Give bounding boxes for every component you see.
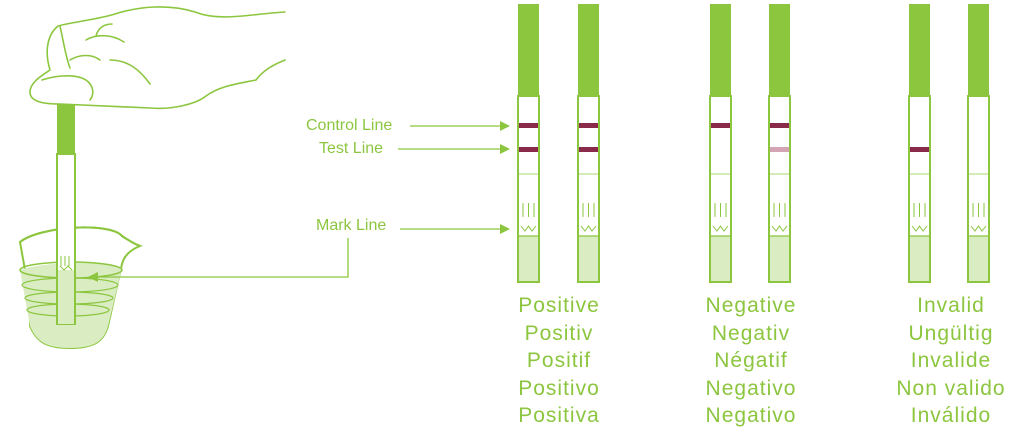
strip-5-handle	[909, 4, 930, 96]
result-negative-it: Negativo	[705, 376, 797, 400]
strip-4-arrows	[771, 203, 788, 232]
result-negative-de: Negativ	[711, 321, 791, 345]
test-line-arrow	[398, 144, 510, 154]
strip-3-arrows	[712, 203, 729, 232]
result-invalid-fr: Invalide	[910, 349, 992, 372]
result-negative-es: Negativo	[705, 404, 797, 427]
strip-5-sample-pad	[910, 236, 929, 281]
strip-2-control-line	[579, 123, 598, 128]
dipped-test-strip	[56, 104, 76, 325]
result-positive-es: Positiva	[518, 404, 600, 427]
strip-1-handle	[518, 4, 539, 96]
strip-2-arrows	[580, 203, 597, 232]
beaker-cup	[18, 226, 143, 350]
strip-2-sample-pad	[579, 236, 598, 281]
strip-1-arrows	[520, 203, 537, 232]
strip-3-sample-pad	[711, 236, 730, 281]
mark-line-label: Mark Line	[316, 217, 387, 234]
result-invalid-it: Non valido	[896, 376, 1006, 400]
strip-3-handle	[710, 4, 731, 96]
strip-2-test-line	[579, 147, 598, 152]
result-invalid-es: Inválido	[910, 404, 992, 427]
strip-5-test-line	[910, 147, 929, 152]
strip-6-arrows	[970, 203, 987, 232]
result-invalid-en: Invalid	[917, 294, 985, 317]
hand-illustration	[29, 6, 286, 110]
result-invalid-column: Invalid Ungültig Invalide Non valido Inv…	[871, 292, 1025, 430]
result-positive-de: Positiv	[524, 321, 594, 345]
mark-line-pointer	[88, 238, 349, 282]
result-positive-fr: Positif	[526, 349, 592, 372]
strip-5-arrows	[911, 203, 928, 232]
result-positive-it: Positivo	[518, 376, 600, 400]
strip-2-handle	[578, 4, 599, 96]
strip-1-sample-pad	[519, 236, 538, 281]
result-negative-en: Negative	[705, 294, 797, 317]
strip-1-control-line	[519, 123, 538, 128]
test-line-label: Test Line	[319, 140, 384, 157]
strip-6-handle	[968, 4, 989, 96]
strip-4-handle	[769, 4, 790, 96]
control-line-label: Control Line	[306, 117, 393, 134]
strip-3-control-line	[711, 123, 730, 128]
result-negative-fr: Négatif	[714, 349, 788, 372]
strip-6-sample-pad	[969, 236, 988, 281]
strip-1-test-line	[519, 147, 538, 152]
control-line-arrow	[410, 121, 510, 131]
strip-4-sample-pad	[770, 236, 789, 281]
result-strips	[517, 4, 990, 283]
strip-4-test-line	[770, 147, 789, 152]
result-negative-column: Negative Negativ Négatif Negativo Negati…	[671, 292, 831, 430]
mark-line-arrow	[400, 224, 510, 234]
result-invalid-de: Ungültig	[908, 321, 994, 345]
result-positive-en: Positive	[518, 294, 600, 317]
strip-4-control-line	[770, 123, 789, 128]
result-positive-column: Positive Positiv Positif Positivo Positi…	[479, 292, 639, 430]
